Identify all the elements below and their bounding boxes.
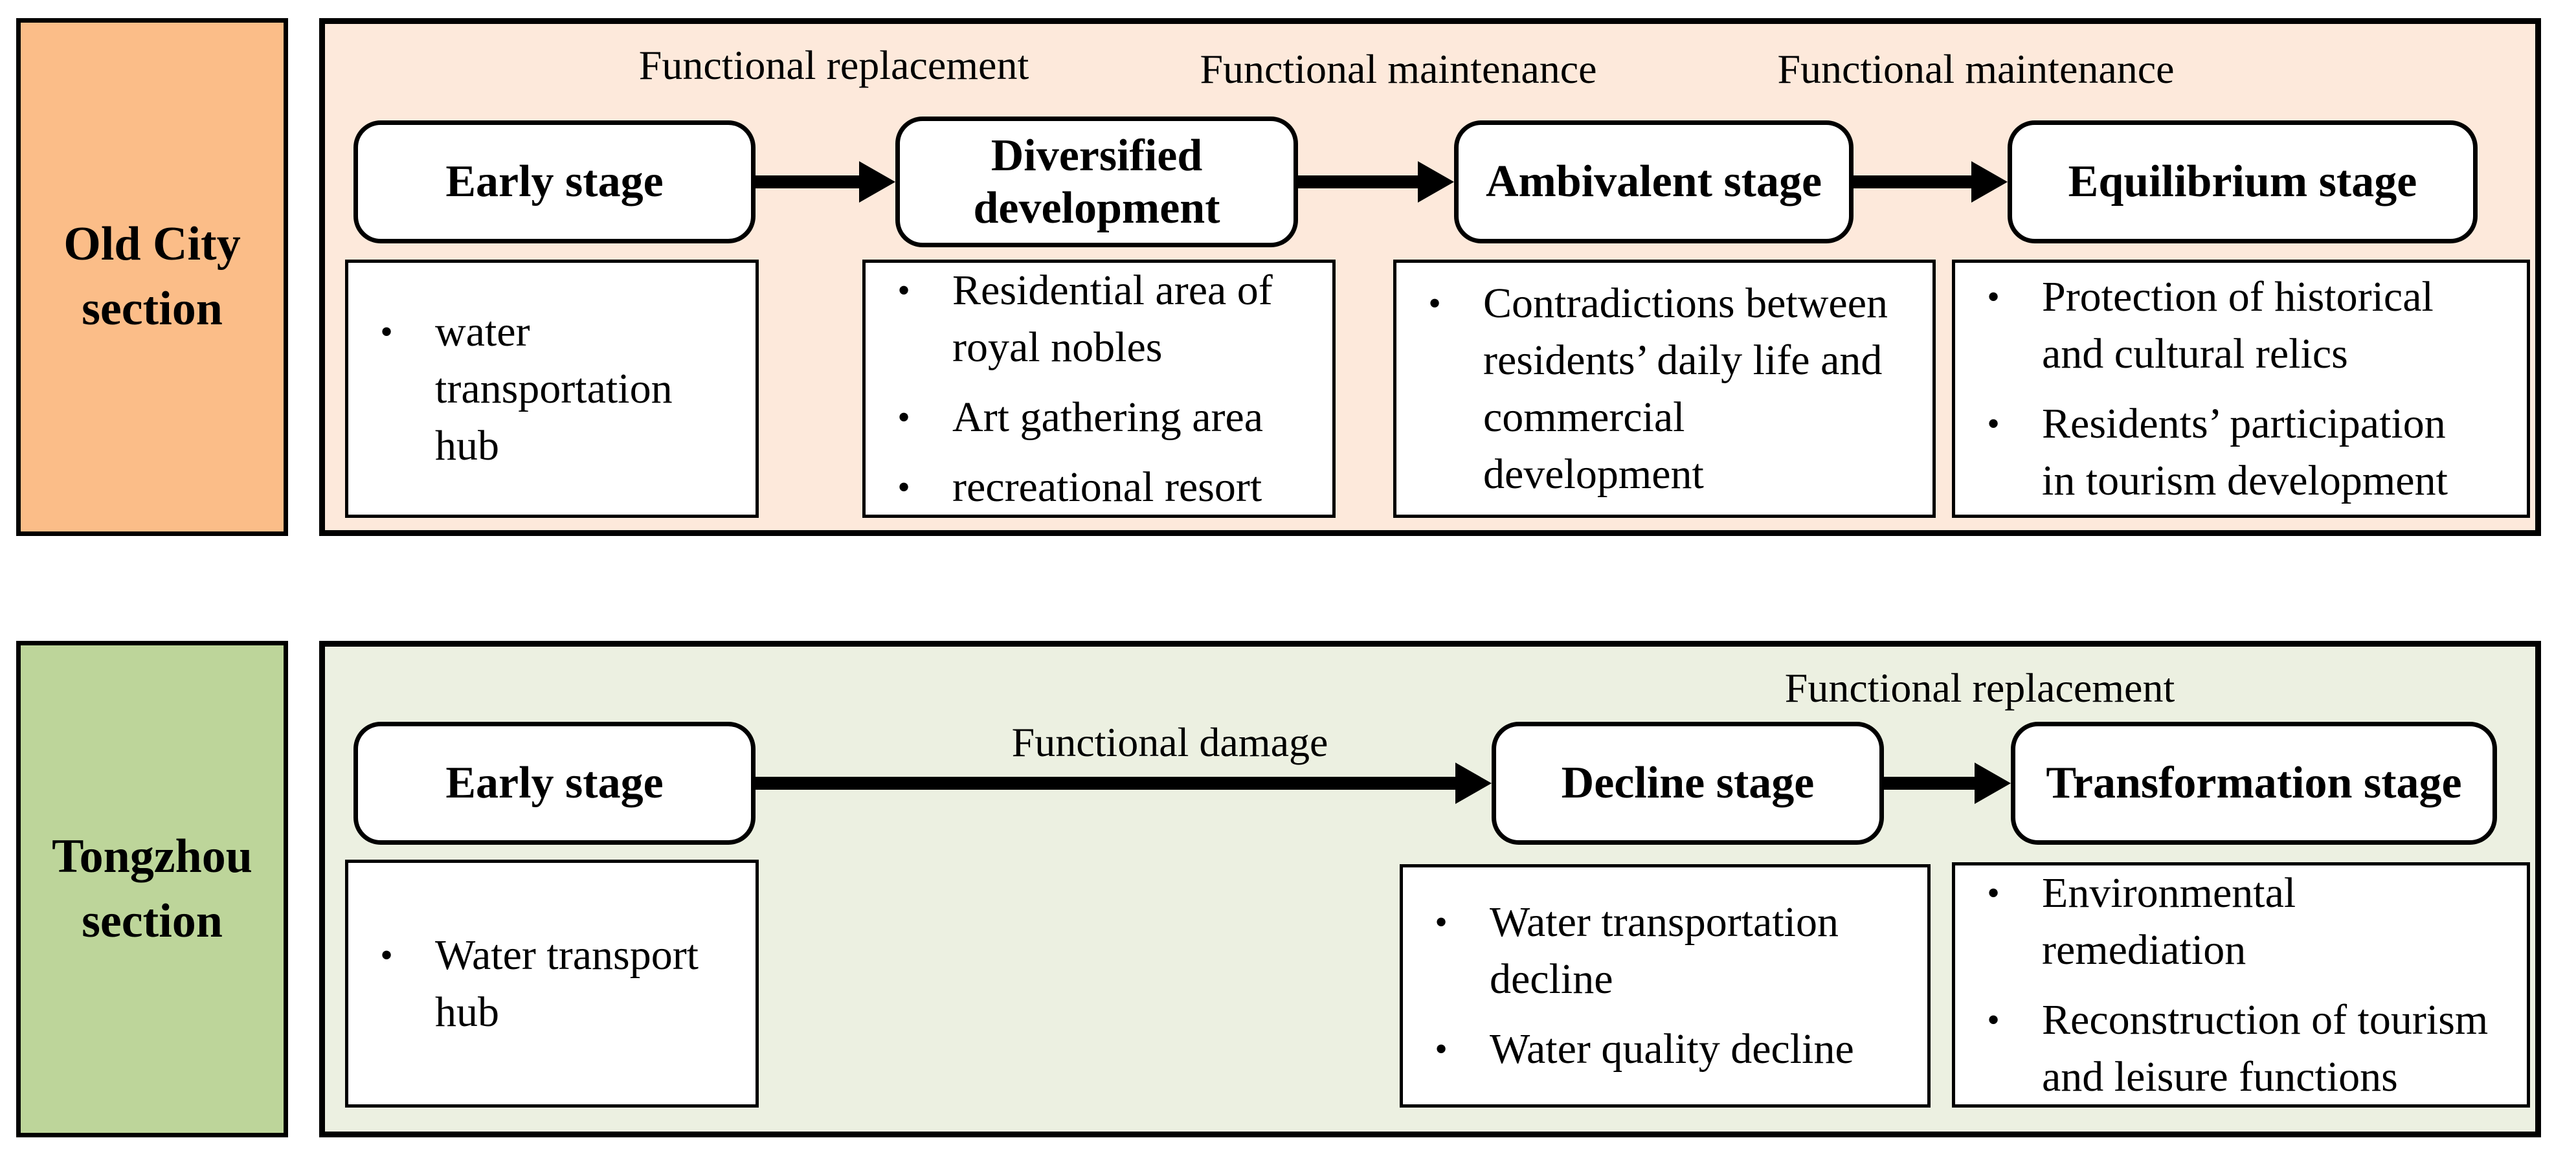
detail-text: Water transportation decline [1490, 898, 1839, 1003]
stage-title: Transformation stage [2046, 758, 2462, 809]
bullet-icon [1420, 275, 1450, 332]
arrowhead-early-to-diversified [859, 161, 895, 203]
detail-text: Reconstruction of tourism and leisure fu… [2042, 996, 2489, 1100]
tongzhou-early-stage-box: Early stage [353, 722, 756, 845]
old-city-section-label: Old City section [16, 18, 288, 536]
bullet-icon [889, 389, 919, 446]
bullet-icon [1426, 894, 1456, 951]
transition-label-functional-replacement: Functional replacement [638, 42, 1029, 88]
old-city-diversified-development-details: Residential area of royal nobles Art gat… [862, 260, 1336, 518]
bullet-icon [1978, 269, 2008, 326]
bullet-icon [889, 262, 919, 319]
detail-text: Art gathering area [952, 393, 1264, 441]
tongzhou-transformation-stage-box: Transformation stage [2011, 722, 2497, 845]
arrowhead-early-to-decline [1455, 763, 1492, 804]
bullet-icon [1978, 396, 2008, 452]
arrowhead-ambivalent-to-equilibrium [1971, 161, 2008, 203]
list-item: water transportation hub [372, 304, 732, 474]
tongzhou-early-stage-details: Water transport hub [345, 860, 759, 1108]
arrowhead-decline-to-transformation [1975, 763, 2011, 804]
tongzhou-transformation-stage-details: Environmental remediation Reconstruction… [1952, 862, 2530, 1108]
tongzhou-decline-stage-box: Decline stage [1492, 722, 1884, 845]
bullet-icon [1426, 1021, 1456, 1078]
stage-title: Diversified development [973, 130, 1220, 233]
old-city-early-stage-box: Early stage [353, 120, 756, 243]
tongzhou-section-label: Tongzhou section [16, 641, 288, 1137]
list-item: Protection of historical and cultural re… [1978, 269, 2503, 383]
list-item: Reconstruction of tourism and leisure fu… [1978, 992, 2503, 1106]
detail-text: Water transport hub [435, 931, 699, 1036]
detail-text: recreational resort [952, 463, 1262, 511]
arrow-early-to-decline [756, 777, 1455, 790]
list-item: Water transportation decline [1426, 894, 1904, 1008]
list-item: Environmental remediation [1978, 865, 2503, 979]
arrow-ambivalent-to-equilibrium [1854, 175, 1971, 188]
bullet-icon [1978, 865, 2008, 922]
old-city-early-stage-details: water transportation hub [345, 260, 759, 518]
bullet-icon [372, 927, 401, 984]
detail-text: Residential area of royal nobles [952, 266, 1273, 371]
arrow-early-to-diversified [756, 175, 859, 188]
list-item: Art gathering area [889, 389, 1309, 446]
old-city-ambivalent-stage-box: Ambivalent stage [1454, 120, 1854, 243]
list-item: Residents’ participation in tourism deve… [1978, 396, 2503, 509]
detail-text: water transportation hub [435, 307, 673, 469]
detail-text: Protection of historical and cultural re… [2042, 273, 2434, 377]
list-item: Water transport hub [372, 927, 732, 1041]
stage-title: Decline stage [1561, 758, 1815, 809]
transition-label-functional-replacement-bottom: Functional replacement [1784, 665, 2175, 711]
bullet-icon [372, 304, 401, 361]
detail-text: Water quality decline [1490, 1025, 1854, 1073]
transition-label-functional-maintenance-2: Functional maintenance [1777, 46, 2175, 92]
old-city-equilibrium-stage-box: Equilibrium stage [2008, 120, 2478, 243]
arrowhead-diversified-to-ambivalent [1418, 161, 1454, 203]
old-city-equilibrium-stage-details: Protection of historical and cultural re… [1952, 260, 2530, 518]
transition-label-functional-damage: Functional damage [1011, 719, 1328, 765]
detail-text: Environmental remediation [2042, 869, 2296, 974]
list-item: recreational resort [889, 459, 1309, 516]
arrow-decline-to-transformation [1884, 777, 1975, 790]
detail-text: Residents’ participation in tourism deve… [2042, 399, 2448, 504]
stage-title: Early stage [445, 758, 664, 809]
old-city-ambivalent-stage-details: Contradictions between residents’ daily … [1393, 260, 1936, 518]
transition-label-functional-maintenance-1: Functional maintenance [1200, 46, 1597, 92]
list-item: Residential area of royal nobles [889, 262, 1309, 376]
tongzhou-decline-stage-details: Water transportation decline Water quali… [1400, 864, 1931, 1108]
stage-title: Early stage [445, 157, 664, 207]
arrow-diversified-to-ambivalent [1298, 175, 1418, 188]
bullet-icon [889, 459, 919, 516]
bullet-icon [1978, 992, 2008, 1049]
detail-text: Contradictions between residents’ daily … [1483, 279, 1888, 498]
stage-title: Equilibrium stage [2068, 157, 2417, 207]
stage-title: Ambivalent stage [1485, 157, 1822, 207]
list-item: Water quality decline [1426, 1021, 1904, 1078]
old-city-diversified-development-box: Diversified development [895, 117, 1298, 247]
list-item: Contradictions between residents’ daily … [1420, 275, 1909, 503]
